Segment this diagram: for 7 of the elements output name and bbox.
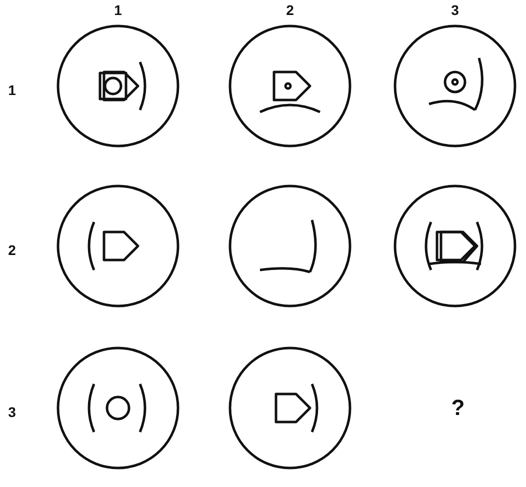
- column-number: 3: [451, 3, 459, 17]
- row-number: 2: [8, 243, 16, 257]
- row-number: 3: [8, 405, 16, 419]
- column-number: 1: [114, 3, 122, 17]
- question-mark: ?: [451, 397, 465, 419]
- row-number: 1: [8, 83, 16, 97]
- column-number: 2: [286, 3, 294, 17]
